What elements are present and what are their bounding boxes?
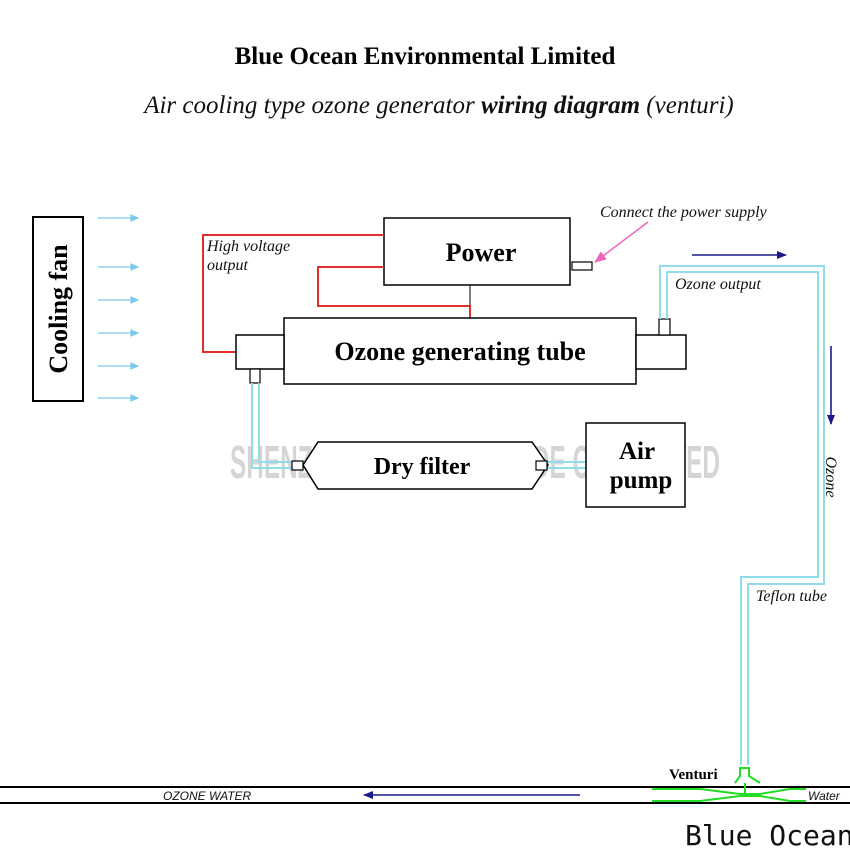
cooling-fan-box (32, 216, 84, 402)
high-voltage-label-line1: High voltage (206, 238, 290, 255)
air-path-tubes (251, 383, 586, 469)
brand-logo-text: Blue Ocean (685, 819, 850, 850)
dry-filter-left-nozzle (291, 460, 304, 471)
dry-filter-label: Dry filter (374, 454, 471, 480)
ozone-water-label: OZONE WATER (163, 789, 252, 803)
tube-outlet-nozzle (658, 318, 671, 336)
ozone-tube-body (283, 317, 637, 385)
water-pipe (0, 786, 850, 804)
ozone-tube-right-cap (635, 334, 687, 370)
dry-filter-body (302, 441, 549, 490)
water-label: Water (808, 789, 841, 803)
power-label: Power (446, 238, 517, 267)
ozone-output-tube (659, 265, 825, 765)
ozone-tube-label: Ozone generating tube (334, 337, 585, 366)
subtitle-part-a: Air cooling type ozone generator (144, 92, 481, 119)
fan-airflow-arrows (98, 214, 140, 402)
ozone-flow-label: Ozone (822, 457, 839, 498)
cooling-fan-label: Cooling fan (44, 244, 73, 374)
teflon-tube-label: Teflon tube (756, 588, 827, 605)
high-voltage-label-line2: output (207, 257, 248, 274)
dry-filter-right-nozzle (535, 460, 548, 471)
air-pump-label-line2: pump (610, 467, 673, 494)
air-pump-label-line1: Air (619, 438, 655, 465)
power-plug (571, 261, 593, 271)
ozone-tube-left-cap (235, 334, 285, 370)
subtitle-part-c: (venturi) (640, 92, 734, 119)
tube-inlet-nozzle (249, 368, 261, 384)
connect-power-pointer (594, 221, 649, 263)
high-voltage-wires (202, 234, 471, 353)
subtitle-part-b: wiring diagram (480, 92, 641, 119)
company-title: Blue Ocean Environmental Limited (234, 43, 616, 70)
diagram-subtitle: Air cooling type ozone generator wiring … (0, 92, 850, 120)
connect-power-label: Connect the power supply (600, 204, 768, 221)
air-pump-box (585, 422, 686, 508)
venturi-injector (652, 767, 806, 802)
ozone-output-label: Ozone output (675, 276, 761, 293)
venturi-label: Venturi (669, 767, 718, 783)
power-box (383, 217, 571, 286)
